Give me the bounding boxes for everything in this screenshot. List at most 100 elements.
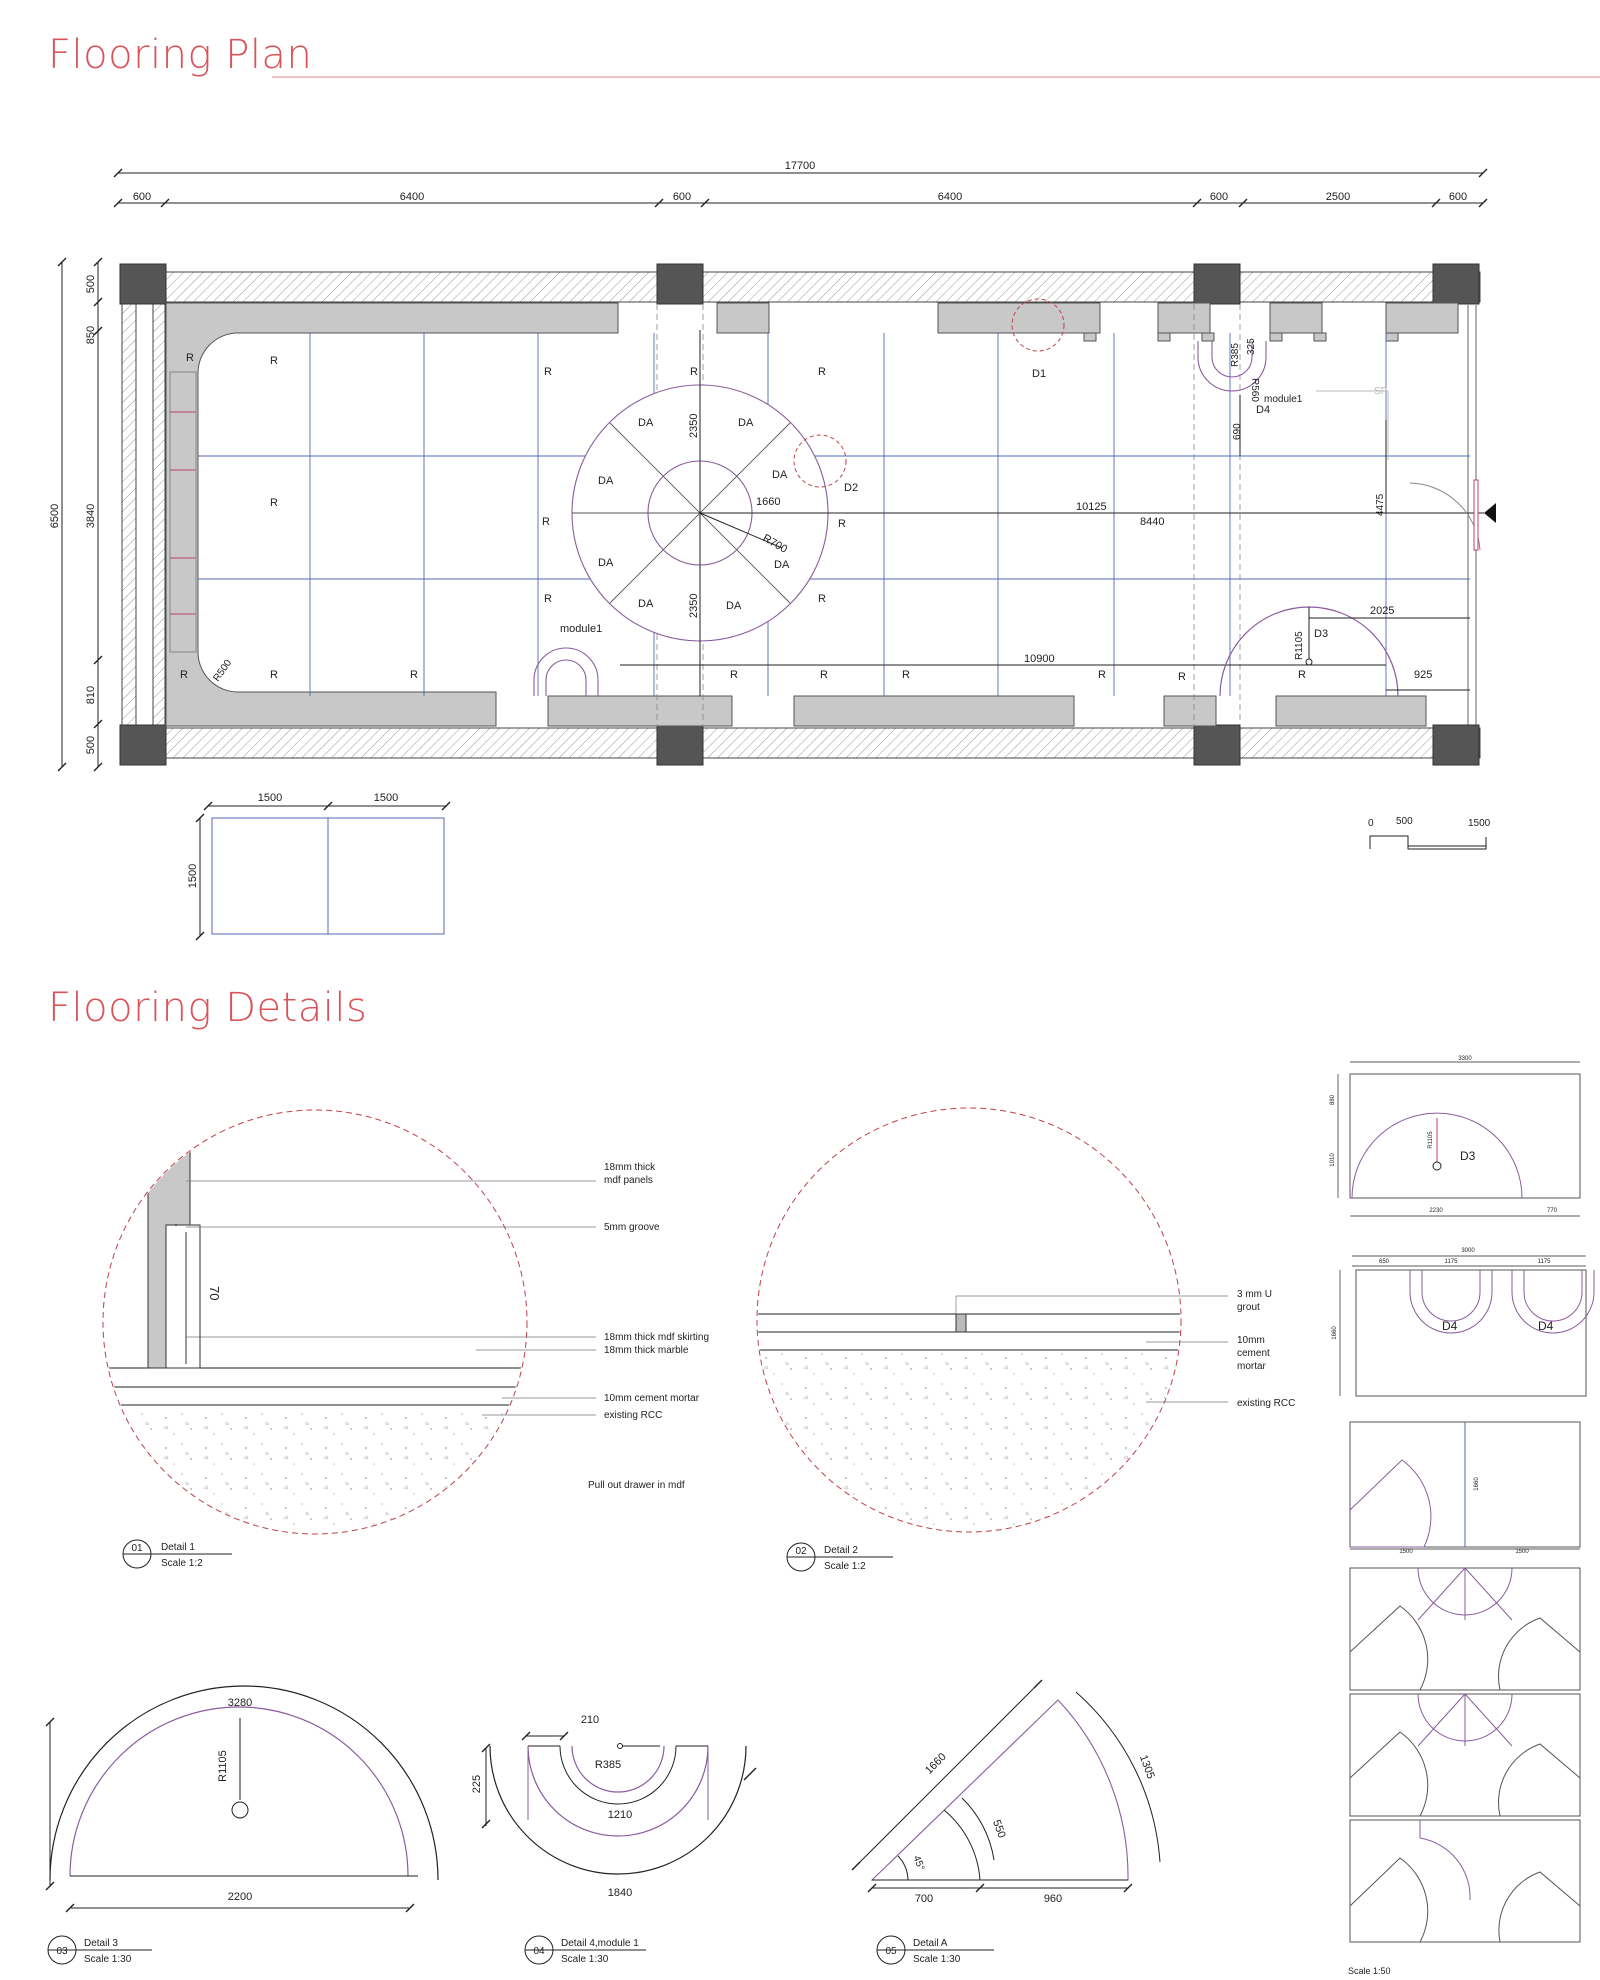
da-b1: 700	[915, 1893, 933, 1905]
mark-R: R	[820, 669, 828, 681]
da-tag	[876, 1935, 994, 1965]
label-r560: R560	[1249, 378, 1260, 402]
mark-R: R	[270, 669, 278, 681]
tile-w2: 1500	[374, 792, 398, 804]
module1-right	[1197, 341, 1267, 392]
d2-num: 02	[795, 1546, 807, 1557]
d4-num: 04	[533, 1946, 545, 1957]
d1-callout-5: 10mm cement mortar	[604, 1393, 700, 1404]
mark-DA: DA	[726, 600, 742, 612]
mark-DA: DA	[772, 469, 788, 481]
mark-R: R	[818, 366, 826, 378]
dim-top-seg: 600	[673, 191, 691, 203]
mark-R: R	[542, 516, 550, 528]
d4-top: 210	[581, 1714, 599, 1726]
d4-scale: Scale 1:30	[561, 1954, 609, 1965]
mark-DA: DA	[638, 598, 654, 610]
pattern-strip	[1337, 1061, 1595, 1943]
detail-3	[45, 1685, 439, 1913]
mark-R: R	[818, 593, 826, 605]
p2-b: 1175	[1445, 1259, 1459, 1265]
p3-w2: 1500	[1515, 1549, 1529, 1555]
dim-925: 925	[1414, 669, 1432, 681]
d3-bottom: 2200	[228, 1891, 252, 1903]
scale-bar	[1369, 835, 1487, 850]
da-inner: 550	[990, 1818, 1008, 1839]
mark-R: R	[544, 366, 552, 378]
mark-R: R	[1178, 671, 1186, 683]
d1-callout-6: existing RCC	[604, 1410, 662, 1421]
label-sp: SP	[1374, 386, 1388, 397]
d4-inner: 1210	[608, 1809, 632, 1821]
d1-scale: Scale 1:2	[161, 1558, 203, 1569]
da-slant: 1660	[923, 1751, 949, 1777]
mark-R: R	[180, 669, 188, 681]
d4-name: Detail 4,module 1	[561, 1938, 639, 1949]
d4-side: 225	[471, 1775, 483, 1793]
d3-tag	[47, 1935, 152, 1965]
label-module1-right: module1	[1264, 394, 1303, 405]
p3-v: 1660	[1474, 1477, 1480, 1491]
flooring-plan: 17700 600 6400 600 6400 600 2500 600 650…	[49, 160, 1496, 941]
dim-top-seg: 600	[133, 191, 151, 203]
d2-tag	[786, 1542, 893, 1572]
details-title: Flooring Details	[48, 985, 368, 1031]
door-leaf	[1473, 479, 1479, 551]
dim-left-seg: 3840	[85, 504, 97, 528]
p1-left-a: 880	[1330, 1094, 1336, 1105]
dim-4475: 4475	[1375, 493, 1386, 516]
mark-R: R	[730, 669, 738, 681]
d3-radius: R1105	[217, 1750, 229, 1782]
mark-DA: DA	[774, 559, 790, 571]
p1-bottom-b: 770	[1547, 1208, 1558, 1214]
detail-2	[756, 1107, 1228, 1533]
p2-c: 1175	[1538, 1259, 1552, 1265]
da-name: Detail A	[913, 1938, 948, 1949]
d3-top: 3280	[228, 1697, 252, 1709]
scale-0: 0	[1368, 818, 1374, 829]
tile-h: 1500	[187, 864, 199, 888]
dim-total-top: 17700	[785, 160, 816, 172]
p1-label: D3	[1460, 1149, 1476, 1163]
mark-R: R	[838, 518, 846, 530]
detail-a	[851, 1679, 1161, 1893]
label-module1-left: module1	[560, 623, 602, 635]
d2-callout-2-b: cement	[1237, 1348, 1270, 1359]
d3-name: Detail 3	[84, 1938, 118, 1949]
d4-radius: R385	[595, 1759, 621, 1771]
scale-1500: 1500	[1468, 818, 1491, 829]
mark-R: R	[690, 366, 698, 378]
mark-R: R	[544, 593, 552, 605]
tile-grid	[198, 333, 1470, 696]
dim-2025: 2025	[1370, 605, 1394, 617]
d2-callout-2-a: 10mm	[1237, 1335, 1265, 1346]
door-swing	[1409, 482, 1481, 551]
dim-top-seg: 600	[1210, 191, 1228, 203]
da-angle: 45°	[911, 1854, 927, 1872]
p2-left: 1660	[1332, 1326, 1338, 1340]
dim-1660: 1660	[756, 496, 780, 508]
mark-DA: DA	[598, 475, 614, 487]
wall-recess	[169, 371, 197, 653]
dim-left-seg: 810	[85, 686, 97, 704]
d2-callout-1-b: grout	[1237, 1302, 1260, 1313]
dim-10900: 10900	[1024, 653, 1055, 665]
p1-bottom-a: 2230	[1429, 1208, 1443, 1214]
p2-d4b: D4	[1538, 1319, 1554, 1333]
dim-2350-top: 2350	[688, 414, 700, 438]
label-d2: D2	[844, 482, 858, 494]
tile-w1: 1500	[258, 792, 282, 804]
mark-R: R	[270, 497, 278, 509]
mark-R: R	[1098, 669, 1106, 681]
d1-callout-2: 5mm groove	[604, 1222, 660, 1233]
dim-total-left: 6500	[49, 504, 61, 528]
d2-circle	[793, 434, 847, 488]
d1-name: Detail 1	[161, 1542, 195, 1553]
d2-name: Detail 2	[824, 1545, 858, 1556]
d2-callout-3: existing RCC	[1237, 1398, 1295, 1409]
da-num: 05	[885, 1946, 897, 1957]
d4-outer: 1840	[608, 1887, 632, 1899]
